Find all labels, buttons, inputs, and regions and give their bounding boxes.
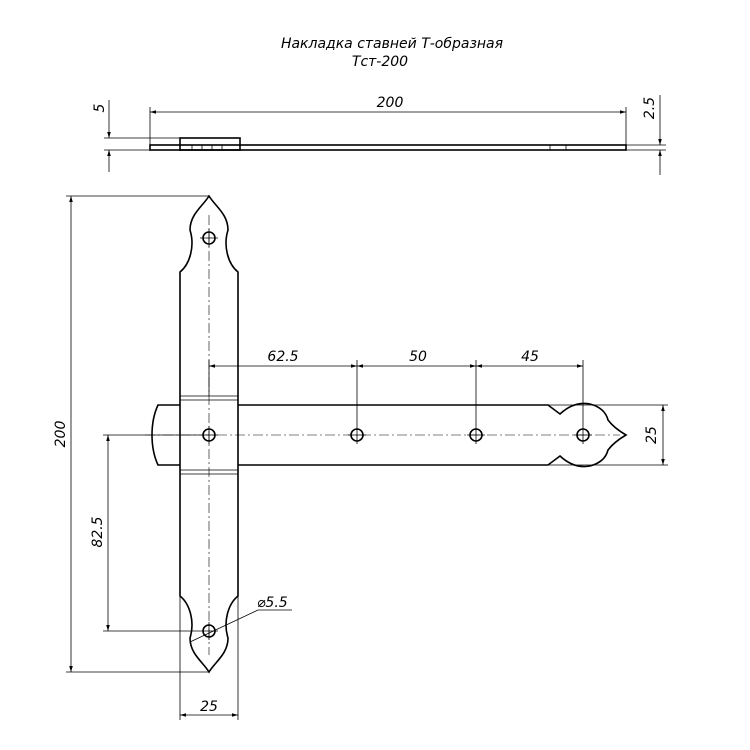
side-plate-thickness-label: 2.5 [642,97,658,119]
arm-width-label: 25 [644,426,660,444]
side-length-label: 200 [377,95,404,111]
spacing-3-label: 45 [521,349,539,365]
drawing-code: Тст-200 [352,54,408,70]
vertical-offset-label: 82.5 [90,516,106,547]
mounting-holes [200,229,592,640]
spacing-2-label: 50 [409,349,427,365]
spacing-1-label: 62.5 [267,349,298,365]
side-plate [149,144,627,151]
title-block: Накладка ставней Т-образная Тст-200 [281,36,503,70]
front-view: 200 82.5 25 25 62.5 50 45 ⌀5.5 [53,194,668,720]
side-thickness-label: 5 [92,103,108,112]
height-label: 200 [53,421,69,448]
hole-diameter-label: ⌀5.5 [257,595,288,611]
strap-width-label: 25 [200,699,218,715]
side-hub [179,137,241,151]
drawing-title: Накладка ставней Т-образная [281,36,503,52]
hole-leader [189,609,259,643]
horizontal-arm [238,402,628,468]
side-view: 200 5 2.5 [92,95,666,175]
